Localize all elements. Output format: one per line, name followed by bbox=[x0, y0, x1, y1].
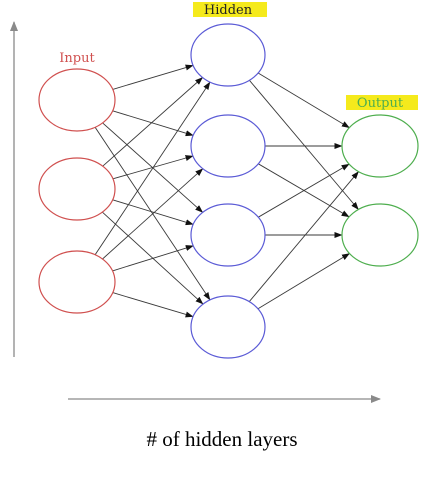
output-node-2 bbox=[341, 203, 419, 267]
edge-input1-to-hidden1 bbox=[112, 64, 194, 90]
hidden-label-highlight bbox=[193, 2, 267, 17]
edge-hidden1-to-output2 bbox=[249, 80, 359, 210]
edge-input1-to-hidden2 bbox=[112, 110, 194, 137]
hidden-node-2 bbox=[190, 114, 266, 178]
edge-input3-to-hidden2 bbox=[102, 168, 204, 260]
hidden-node-1 bbox=[190, 23, 266, 87]
x-axis-caption: # of hidden layers bbox=[146, 427, 297, 451]
edges-group bbox=[94, 64, 359, 318]
nodes-group bbox=[38, 23, 419, 359]
edge-hidden3-to-output1 bbox=[258, 163, 350, 218]
edge-hidden4-to-output1 bbox=[248, 171, 359, 302]
edge-input2-to-hidden1 bbox=[102, 77, 203, 167]
edge-hidden4-to-output2 bbox=[257, 253, 350, 310]
output-node-1 bbox=[341, 114, 419, 178]
edge-hidden1-to-output1 bbox=[257, 72, 350, 129]
output-layer-label: Output bbox=[357, 96, 404, 111]
output-label-highlight bbox=[346, 95, 418, 110]
input-node-3 bbox=[38, 250, 116, 314]
hidden-node-4 bbox=[190, 295, 266, 359]
edge-input3-to-hidden3 bbox=[112, 245, 194, 272]
edge-input3-to-hidden4 bbox=[112, 292, 194, 318]
hidden-node-3 bbox=[190, 203, 266, 267]
edge-input2-to-hidden3 bbox=[112, 199, 194, 226]
input-node-1 bbox=[38, 68, 116, 132]
hidden-layer-label: Hidden bbox=[204, 3, 253, 18]
input-node-2 bbox=[38, 157, 116, 221]
edge-input3-to-hidden1 bbox=[94, 81, 211, 256]
input-layer-label: Input bbox=[59, 51, 95, 66]
